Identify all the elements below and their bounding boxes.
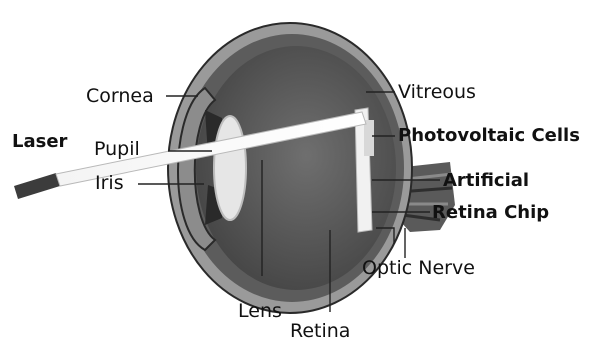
laser-device bbox=[14, 173, 60, 199]
pupil-label: Pupil bbox=[94, 140, 140, 159]
optic-nerve-label: Optic Nerve bbox=[362, 259, 475, 278]
photovoltaic-cells-label: Photovoltaic Cells bbox=[398, 127, 580, 145]
photovoltaic-cells-strip bbox=[364, 120, 374, 156]
laser-label: Laser bbox=[12, 133, 67, 151]
iris-label: Iris bbox=[95, 174, 124, 193]
lens-shape bbox=[214, 116, 246, 220]
artificial-label: Artificial bbox=[443, 172, 529, 190]
cornea-label: Cornea bbox=[86, 87, 154, 106]
retina-chip-label: Retina Chip bbox=[432, 204, 549, 222]
retina-label: Retina bbox=[290, 322, 350, 341]
lens-label: Lens bbox=[238, 302, 282, 321]
vitreous-label: Vitreous bbox=[398, 83, 476, 102]
